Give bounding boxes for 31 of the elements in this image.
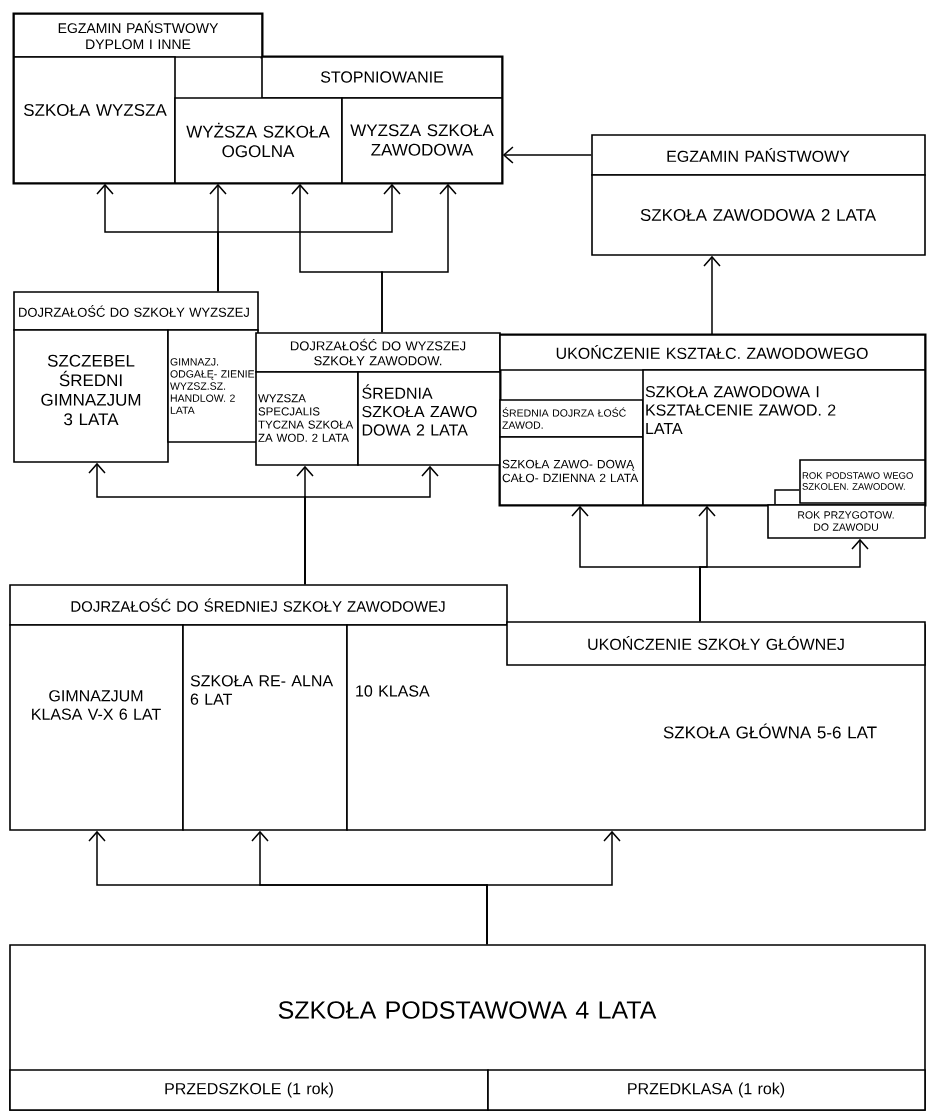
school-box: ŚREDNIA SZKOŁA ZAWO DOWA 2 LATA (357, 371, 501, 466)
heading-band: UKOŃCZENIE KSZTAŁC. ZAWODOWEGO (499, 334, 926, 371)
school-box: SZKOŁA WYZSZA (13, 56, 176, 184)
arrow (699, 538, 869, 622)
heading-band: EGZAMIN PAŃSTWOWY DYPLOM I INNE (13, 13, 263, 58)
school-box: GIMNAZJ. ODGAŁĘ- ZIENIE WYZSZ.SZ. HANDLOW. 2 LATA (167, 329, 259, 443)
heading-band: STOPNIOWANIE (261, 56, 503, 99)
school-box: PRZEDSZKOLE (1 rok) (9, 1069, 489, 1111)
arrow (217, 183, 401, 292)
school-box: GIMNAZJUM KLASA V-X 6 LAT (9, 624, 184, 831)
school-box: WYZSZA SPECJALIS TYCZNA SZKOŁA ZA WOD. 2 LATA (255, 371, 359, 466)
heading-band: DOJRZAŁOŚĆ DO WYZSZEJ SZKOŁY ZAWODOW. (255, 332, 501, 373)
school-box: WYŻSZA SZKOŁA OGOLNA (174, 97, 343, 184)
school-box: PRZEDKLASA (1 rok) (487, 1069, 926, 1111)
arrow (502, 146, 592, 164)
arrow (774, 489, 800, 505)
school-box: WYZSZA SZKOŁA ZAWODOWA (341, 97, 503, 184)
school-box: ROK PRZYGOTOW. DO ZAWODU (767, 504, 926, 539)
school-box: ROK PODSTAWO WEGO SZKOLEN. ZAWODOW. (799, 459, 926, 504)
school-box: ŚREDNIA DOJRZA ŁOŚĆ ZAWOD. (499, 399, 644, 438)
arrow (703, 255, 721, 335)
arrow (381, 183, 457, 333)
arrow (304, 465, 439, 585)
heading-band: DOJRZAŁOŚĆ DO SZKOŁY WYZSZEJ (13, 291, 259, 331)
arrow (486, 830, 621, 945)
school-box: SZKOŁA RE- ALNA 6 LAT (182, 624, 348, 831)
school-box: SZKOŁA ZAWODOWA 2 LATA (591, 174, 926, 256)
school-box: SZKOŁA ZAWO- DOWĄ CAŁO- DZIENNA 2 LATA (499, 436, 644, 506)
heading-band: EGZAMIN PAŃSTWOWY (591, 134, 926, 176)
heading-band: UKOŃCZENIE SZKOŁY GŁÓWNEJ (506, 621, 926, 666)
heading-band: DOJRZAŁOŚĆ DO ŚREDNIEJ SZKOŁY ZAWODOWEJ (9, 584, 508, 626)
